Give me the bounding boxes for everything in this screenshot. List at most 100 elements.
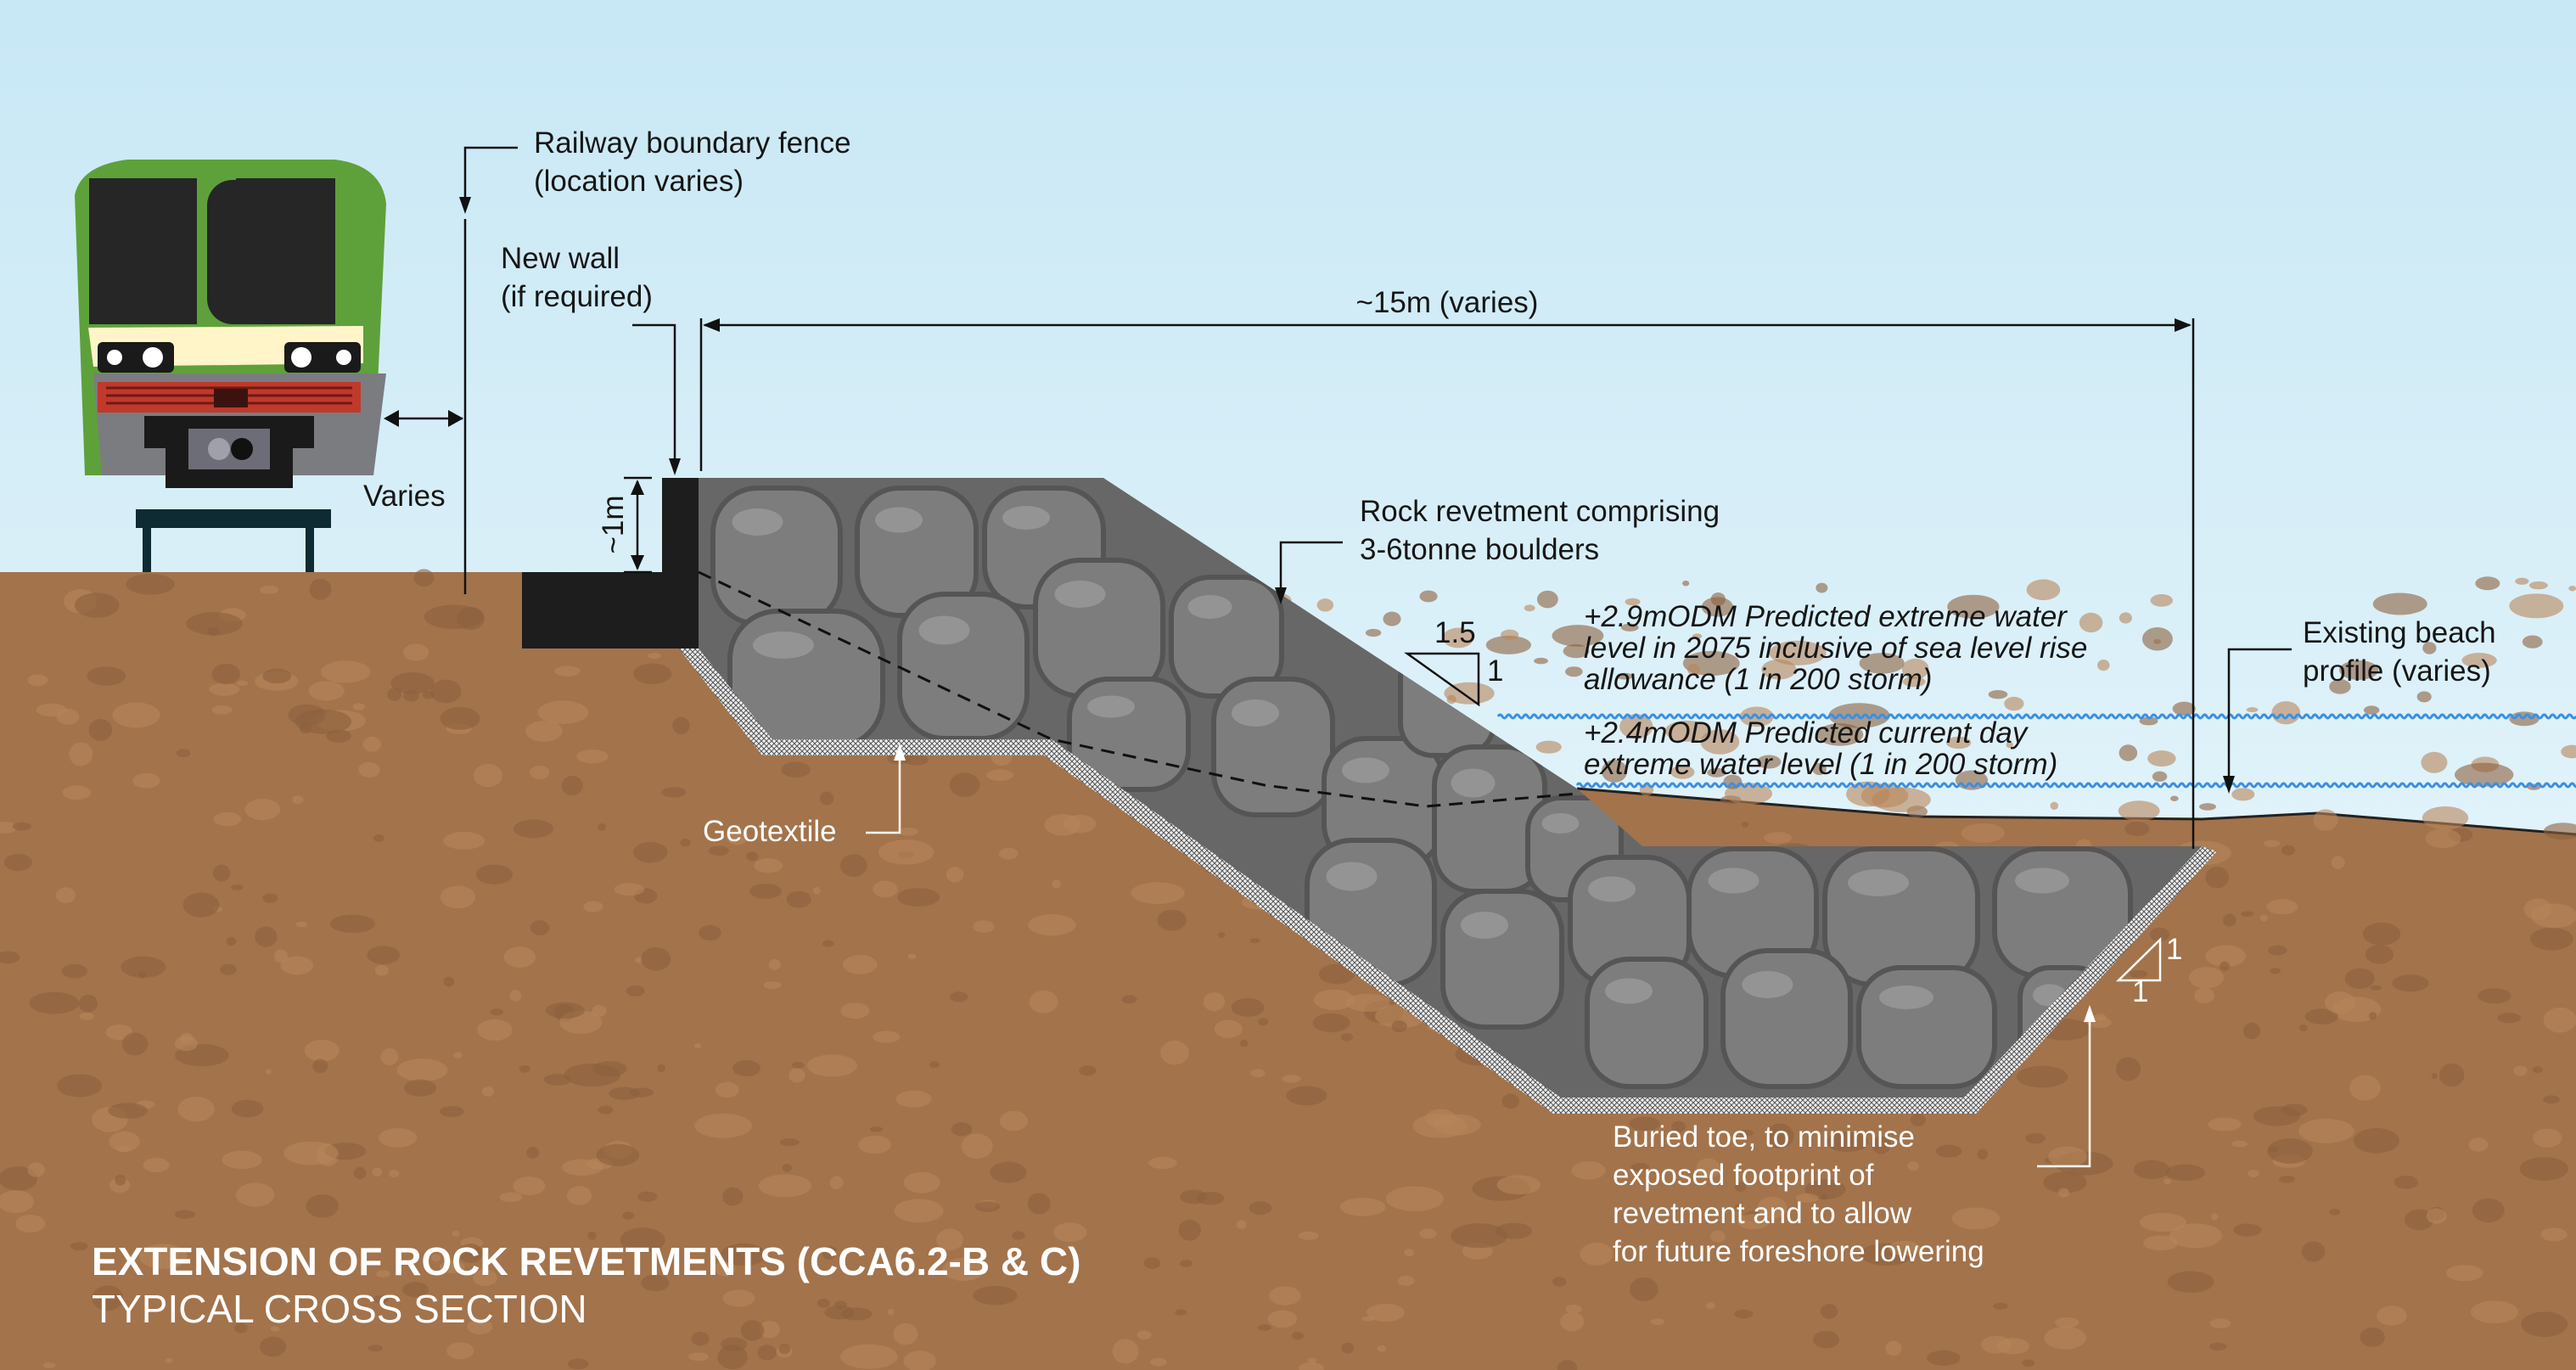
ground-speckle [182, 892, 220, 918]
ground-speckle [367, 946, 401, 965]
ground-speckle [2370, 985, 2382, 991]
ground-speckle [2497, 1013, 2522, 1024]
ground-speckle [592, 1060, 627, 1077]
ground-speckle [1671, 1120, 1686, 1133]
ground-speckle [226, 936, 237, 946]
ground-speckle [1239, 1040, 1249, 1047]
wl2075-label-line3: allowance (1 in 200 storm) [1584, 663, 1932, 696]
ground-speckle [1433, 1114, 1481, 1136]
ground-speckle [2246, 707, 2259, 713]
ground-speckle [1203, 992, 1226, 1012]
ground-speckle [1630, 1277, 1658, 1302]
ground-speckle [92, 1285, 124, 1311]
ground-speckle [1901, 658, 1929, 680]
boulder-highlight [1087, 695, 1135, 718]
ground-speckle [2139, 1213, 2186, 1232]
ground-speckle [1816, 582, 1828, 593]
boulder-highlight [1879, 985, 1933, 1009]
ground-speckle [2115, 1057, 2141, 1081]
ground-speckle [2259, 914, 2268, 922]
wl2075-label-line2: level in 2075 inclusive of sea level ris… [1584, 632, 2087, 665]
ground-speckle [2431, 1073, 2439, 1080]
ground-speckle [2231, 788, 2255, 801]
ground-speckle [1313, 989, 1355, 1010]
ground-speckle [440, 707, 480, 730]
ground-speckle [2392, 974, 2429, 992]
ground-speckle [2468, 1137, 2489, 1152]
ground-speckle [2043, 1171, 2087, 1193]
ground-speckle [2118, 800, 2160, 822]
ground-speckle [109, 1131, 140, 1152]
ground-speckle [2325, 991, 2356, 1014]
ground-speckle [2093, 1013, 2107, 1021]
ground-speckle [2301, 1241, 2326, 1262]
ground-speckle [1692, 633, 1703, 639]
ground-speckle [929, 1061, 940, 1069]
ground-speckle [2022, 1359, 2035, 1367]
boulder [710, 486, 843, 626]
ground-speckle [387, 688, 402, 701]
ground-speckle [722, 1187, 744, 1206]
ground-speckle [174, 1036, 198, 1052]
ground-speckle [1012, 1231, 1025, 1240]
ground-speckle [211, 663, 241, 685]
ground-speckle [721, 1337, 748, 1351]
ground-speckle [1131, 882, 1185, 904]
ground-speckle [177, 1096, 215, 1122]
ground-speckle [545, 1002, 585, 1019]
ground-speckle [973, 1285, 1018, 1305]
ground-speckle [1442, 627, 1474, 649]
ground-speckle [951, 1122, 973, 1137]
ground-speckle [56, 708, 80, 725]
ground-speckle [824, 1305, 856, 1320]
ground-speckle [280, 956, 314, 975]
ground-speckle [295, 709, 352, 734]
ground-speckle [1391, 1020, 1407, 1033]
ground-speckle [1534, 657, 1548, 665]
boulder-highlight [875, 507, 923, 533]
ground-speckle [596, 1143, 640, 1166]
ground-speckle [1027, 1193, 1051, 1215]
ground-speckle [1121, 995, 1137, 1004]
ground-speckle [1383, 611, 1401, 626]
train-front [75, 160, 386, 572]
ground-speckle [1951, 1207, 2001, 1230]
ground-speckle [2561, 744, 2576, 759]
boulder-highlight [1326, 862, 1378, 891]
ground-speckle [2205, 945, 2247, 968]
toe-label-line1: Buried toe, to minimise [1613, 1120, 1915, 1154]
ground-speckle [2248, 1170, 2259, 1178]
ground-speckle [2298, 1118, 2354, 1143]
ground-speckle [2522, 635, 2543, 649]
ground-speckle [1307, 1357, 1317, 1363]
ground-speckle [657, 1064, 665, 1073]
ground-speckle [2304, 1008, 2338, 1025]
ground-speckle [1250, 1069, 1266, 1078]
varies-label: Varies [363, 480, 446, 513]
ground-speckle [1947, 594, 2000, 619]
ground-speckle [1298, 1362, 1325, 1370]
ground-speckle [2521, 1311, 2568, 1338]
ground-speckle [372, 1167, 383, 1177]
ground-speckle [1910, 1113, 1926, 1126]
ground-speckle [1298, 1231, 1319, 1240]
ground-speckle [780, 1138, 800, 1147]
boulder-highlight [1541, 813, 1580, 834]
ground-speckle [2528, 581, 2548, 590]
ground-speckle [694, 1042, 702, 1049]
ground-speckle [390, 671, 435, 694]
ground-speckle [443, 831, 485, 850]
ground-speckle [626, 985, 645, 997]
new-wall-label-line2: (if required) [501, 280, 653, 313]
ground-speckle [126, 573, 175, 595]
ground-speckle [2360, 1327, 2385, 1347]
ground-speckle [1889, 1240, 1921, 1256]
ground-speckle [404, 1079, 437, 1097]
ground-speckle [895, 1090, 932, 1108]
ground-speckle [1312, 1013, 1350, 1033]
ground-speckle [270, 1326, 280, 1332]
ground-speckle [950, 991, 968, 1002]
ground-speckle [1249, 938, 1260, 944]
boulder [1720, 948, 1853, 1089]
ground-speckle [1565, 1304, 1582, 1314]
